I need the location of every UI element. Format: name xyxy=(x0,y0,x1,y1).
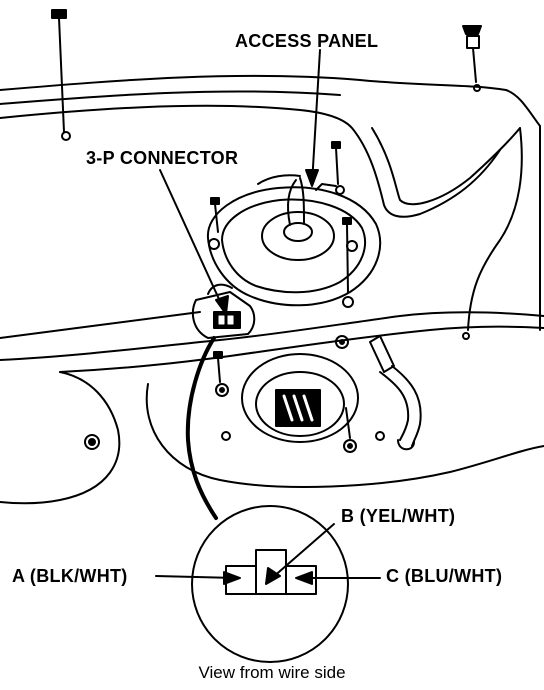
connector-arrowhead xyxy=(215,295,229,315)
middle-body-rail xyxy=(0,311,544,373)
access-panel-arrowhead xyxy=(305,169,319,187)
right-flange xyxy=(467,125,541,331)
3-p-connector xyxy=(191,283,256,339)
lower-body-rail xyxy=(0,371,544,505)
strut-mount xyxy=(213,335,385,453)
bolt-top-right xyxy=(462,25,482,92)
screw-left xyxy=(210,197,220,233)
connector-label: 3-P CONNECTOR xyxy=(86,148,239,168)
terminal-b-arrowhead xyxy=(265,567,281,585)
access-panel-leader xyxy=(311,49,321,185)
screw-upper xyxy=(331,141,341,185)
view-caption: View from wire side xyxy=(198,663,346,682)
terminal-c-label: C (BLU/WHT) xyxy=(386,566,503,586)
screw-right xyxy=(342,217,352,293)
upper-body-panel xyxy=(0,74,541,218)
inner-channel xyxy=(371,127,521,206)
terminal-b-label: B (YEL/WHT) xyxy=(341,506,456,526)
fender-screw xyxy=(84,434,100,450)
terminal-a-arrowhead xyxy=(223,571,241,585)
hose-end xyxy=(397,439,415,451)
screw-top-left xyxy=(51,9,71,141)
terminal-a-leader xyxy=(155,575,237,579)
fender-screw-inner xyxy=(88,438,96,446)
connector-leader xyxy=(159,169,225,311)
panel-screw-hole xyxy=(462,332,470,340)
terminal-a-label: A (BLK/WHT) xyxy=(12,566,128,586)
connector-detail-view xyxy=(191,505,349,663)
access-panel-label: ACCESS PANEL xyxy=(235,31,379,51)
terminal-b-leader xyxy=(271,523,335,579)
panel-screw-hole xyxy=(335,185,345,195)
wire-harness xyxy=(185,336,218,520)
hose xyxy=(369,335,422,447)
terminal-c-arrowhead xyxy=(295,571,313,585)
access-panel xyxy=(206,174,382,308)
